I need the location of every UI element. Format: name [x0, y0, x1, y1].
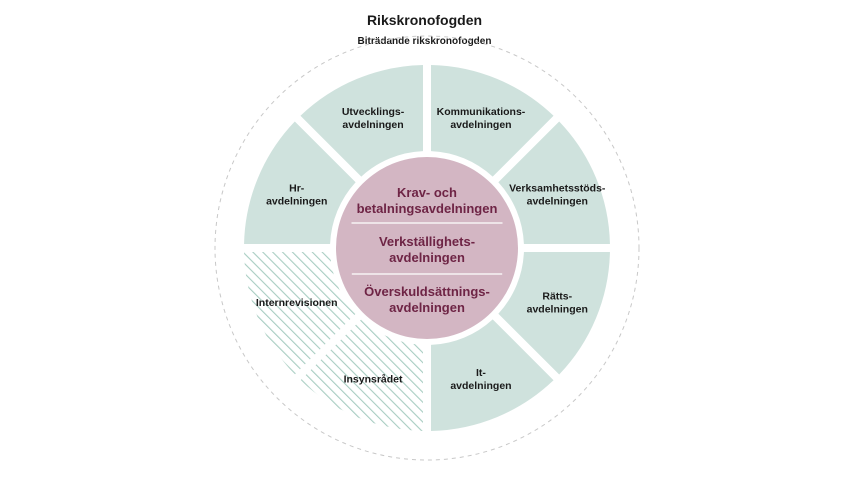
segment-label-ratts: Rätts- — [542, 290, 572, 302]
core-label-krav: Krav- och — [397, 185, 457, 200]
core-label-verkstallighet: Verkställighets- — [379, 234, 475, 249]
segment-kommunikation: Kommunikations-avdelningen — [431, 65, 554, 177]
segment-shape-hr — [244, 121, 356, 244]
segment-it: It-avdelningen — [431, 319, 554, 431]
outer-dashed-ring — [214, 35, 640, 461]
segment-utvecklings: Utvecklings-avdelningen — [300, 65, 423, 177]
core-department-overskuld: Överskuldsättnings-avdelningen — [364, 284, 490, 315]
segment-label-it: It- — [476, 367, 486, 379]
segment-hr: Hr-avdelningen — [244, 121, 356, 244]
segment-shape-ratts — [498, 252, 610, 375]
segment-label-it: avdelningen — [450, 380, 511, 392]
segment-internrevisionen: Internrevisionen — [244, 252, 356, 375]
page-subtitle: Biträdande rikskronofogden — [357, 36, 492, 47]
core-label-verkstallighet: avdelningen — [389, 250, 465, 265]
segment-insynsradet: Insynsrådet — [300, 319, 423, 431]
segment-shape-verksamhetsstod — [498, 121, 610, 244]
segment-label-hr: avdelningen — [266, 196, 327, 208]
page-title: Rikskronofogden — [366, 12, 483, 28]
segment-label-utvecklings: Utvecklings- — [342, 106, 405, 118]
segment-label-internrevisionen: Internrevisionen — [256, 297, 338, 309]
segment-verksamhetsstod: Verksamhetsstöds-avdelningen — [498, 121, 610, 244]
segment-label-ratts: avdelningen — [527, 303, 588, 315]
segment-label-hr: Hr- — [289, 183, 305, 195]
core-label-overskuld: Överskuldsättnings- — [364, 284, 490, 299]
core-label-overskuld: avdelningen — [389, 300, 465, 315]
segment-shape-it — [431, 319, 554, 431]
segment-label-insynsradet: Insynsrådet — [344, 373, 403, 385]
segment-shape-utvecklings — [300, 65, 423, 177]
segment-shape-kommunikation — [431, 65, 554, 177]
segment-ratts: Rätts-avdelningen — [498, 252, 610, 375]
segment-label-kommunikation: Kommunikations- — [437, 106, 526, 118]
segment-label-kommunikation: avdelningen — [450, 119, 511, 131]
core-department-verkstallighet: Verkställighets-avdelningen — [379, 234, 475, 265]
core-departments: Krav- ochbetalningsavdelningenVerkställi… — [336, 157, 518, 339]
core-label-krav: betalningsavdelningen — [357, 201, 498, 216]
segment-label-verksamhetsstod: Verksamhetsstöds- — [509, 183, 606, 195]
segment-shape-insynsradet — [300, 319, 423, 431]
segment-label-utvecklings: avdelningen — [342, 119, 403, 131]
department-segments: Kommunikations-avdelningenVerksamhetsstö… — [244, 65, 610, 431]
core-circle — [336, 157, 518, 339]
segment-label-verksamhetsstod: avdelningen — [527, 196, 588, 208]
segment-shape-internrevisionen — [244, 252, 356, 375]
